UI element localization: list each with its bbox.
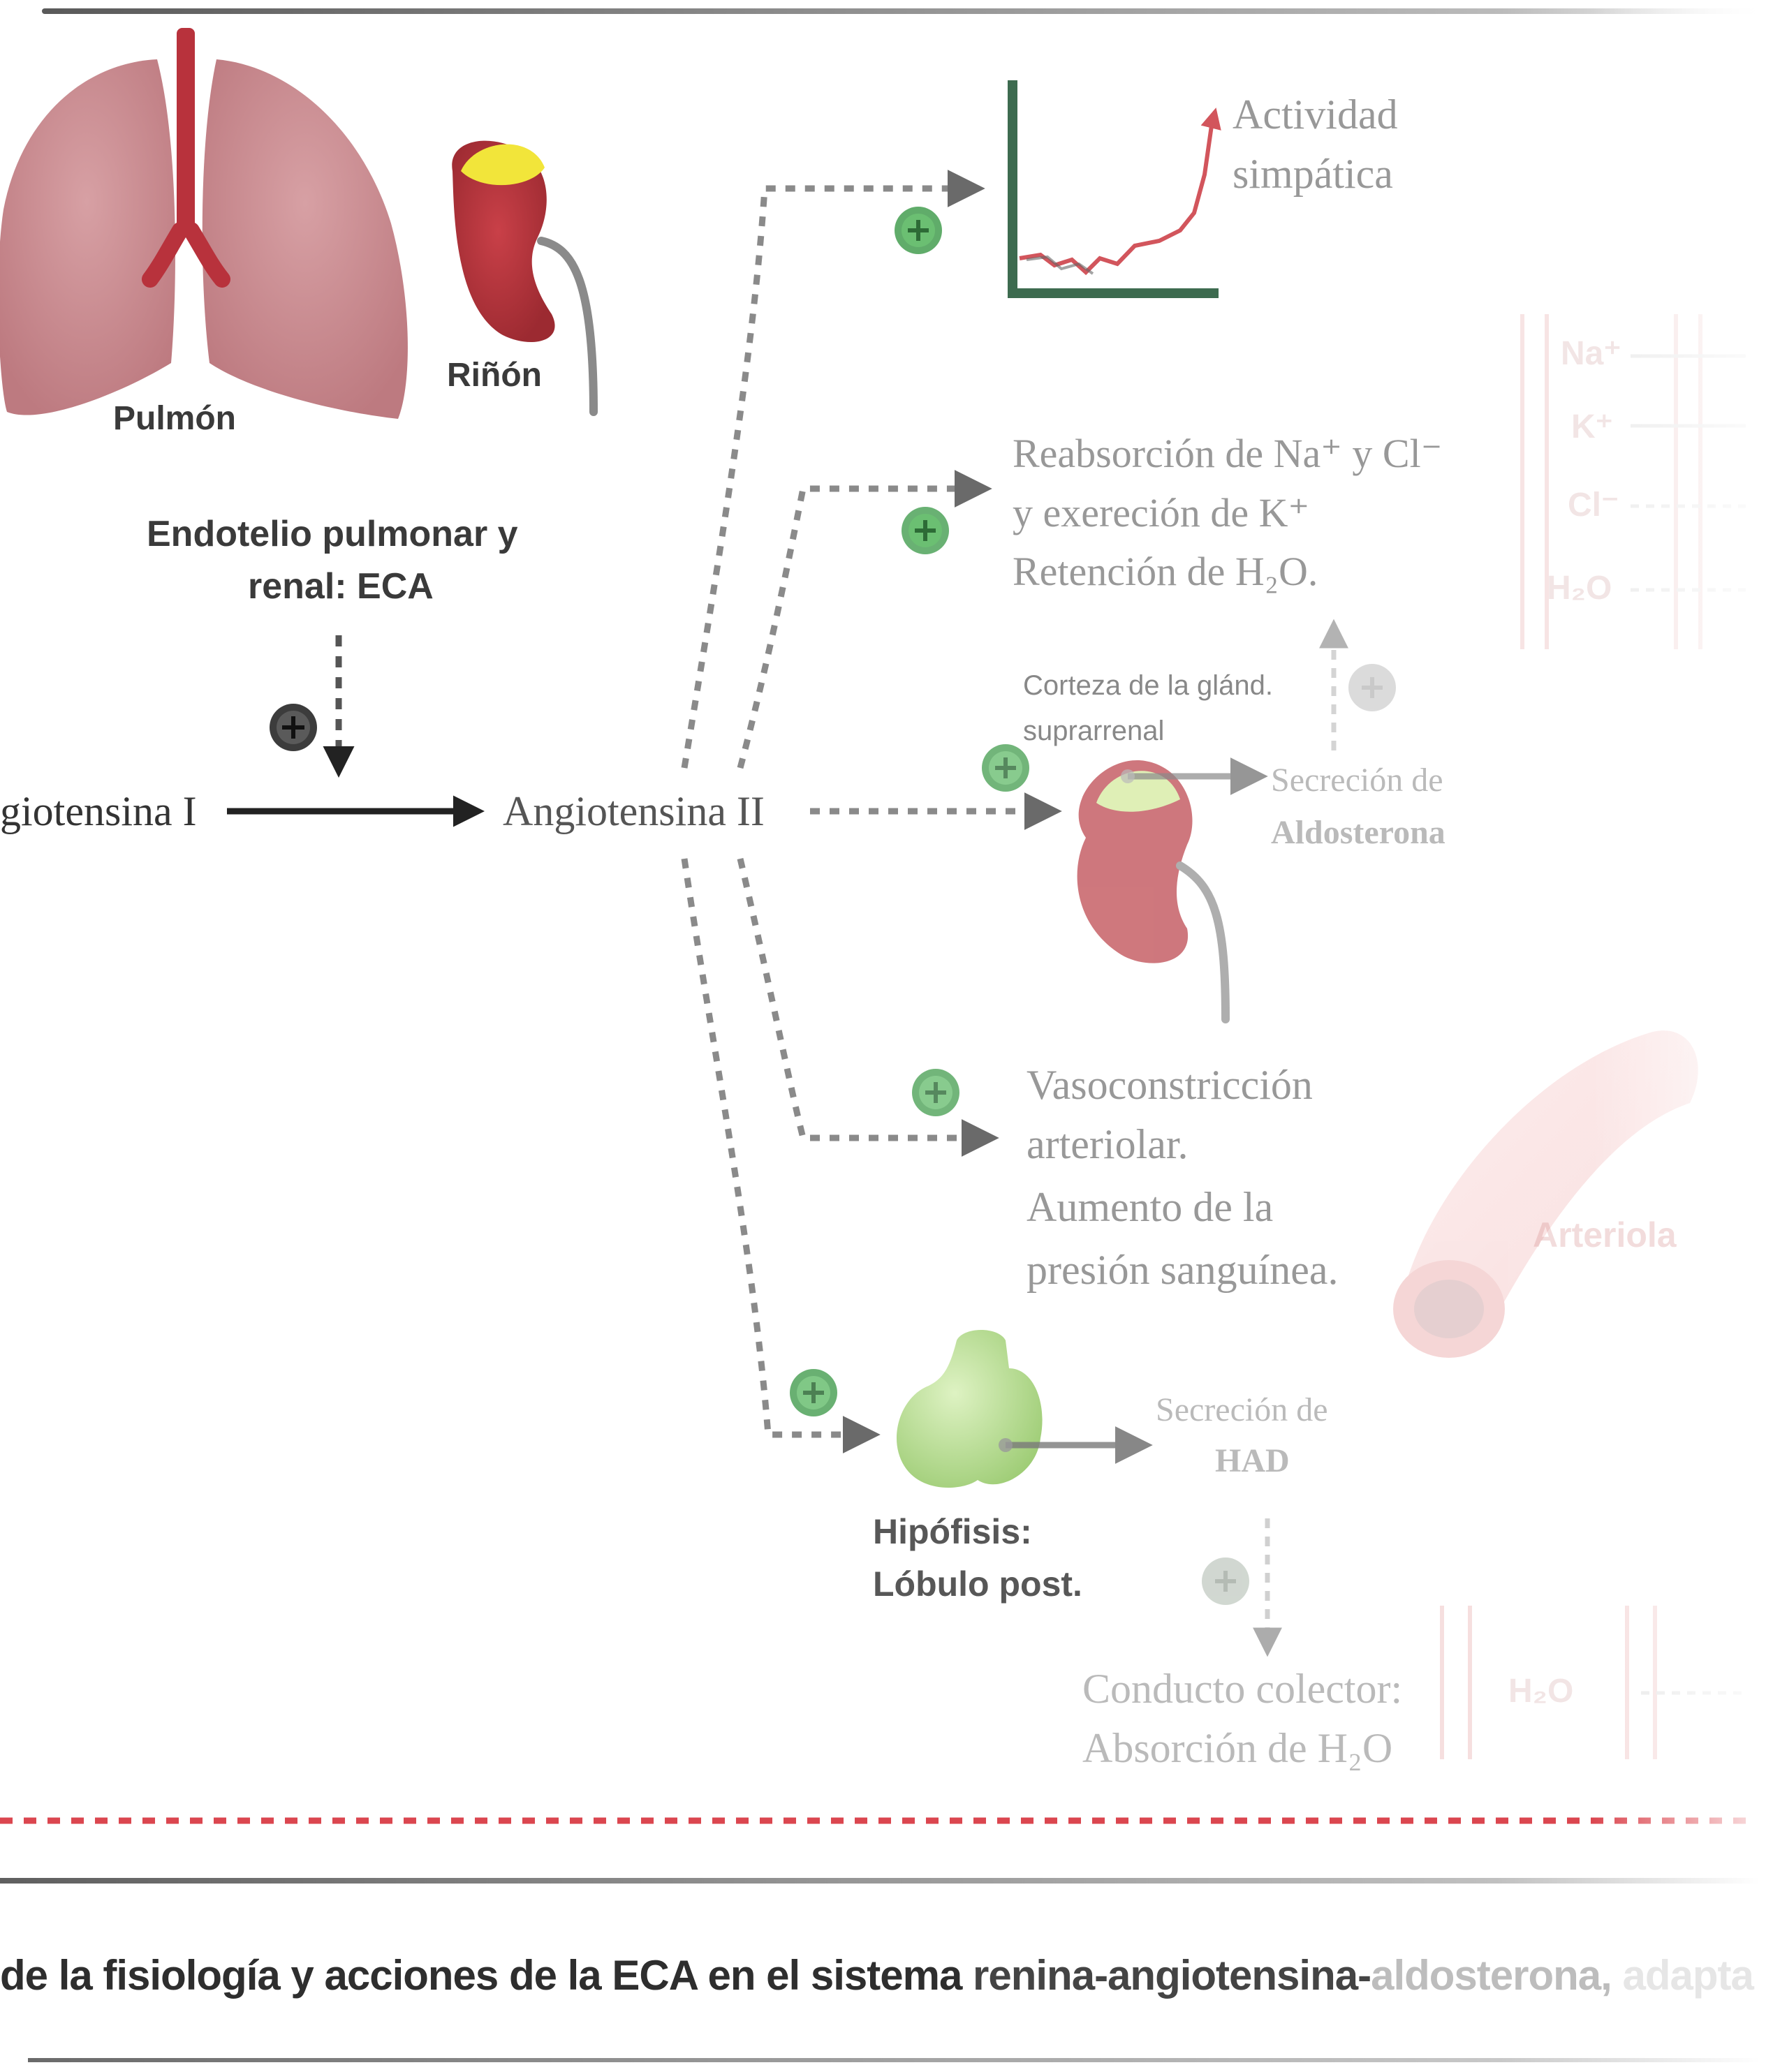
vasoconstriction-label-line4: presión sanguínea.: [1027, 1247, 1339, 1293]
sympathetic-label-line1: Actividad: [1233, 91, 1398, 138]
reabsorption-label-line2: y exereción de K⁺: [1013, 490, 1310, 535]
caption-part4: adapta: [1622, 1952, 1754, 1999]
collecting-duct-label-line2: Absorción de H₂O: [1082, 1725, 1393, 1771]
sympathetic-activity-graph-icon: [1008, 80, 1221, 298]
figure-caption: de la fisiología y acciones de la ECA en…: [0, 1951, 1754, 1999]
reabsorption-label-line1: Reabsorción de Na⁺ y Cl⁻: [1013, 431, 1443, 476]
kidney-label: Riñón: [447, 357, 542, 394]
branch-paths: [681, 170, 1062, 1453]
ion-h2o-duct-label: H₂O: [1508, 1673, 1574, 1710]
plus-icon-sympathetic: [895, 207, 942, 254]
lung-label: Pulmón: [113, 400, 236, 437]
aldosterone-secretion-label-line1: Secreción de: [1271, 762, 1443, 799]
plus-icon-had: [1202, 1557, 1249, 1605]
sympathetic-label-line2: simpática: [1233, 151, 1393, 197]
had-secretion-label-line1: Secreción de: [1156, 1391, 1328, 1428]
ion-h2o-label: H₂O: [1547, 570, 1612, 607]
adrenal-kidney-icon: [1077, 760, 1230, 1023]
aldosterone-secretion-label-line2: Aldosterona: [1271, 814, 1445, 851]
ion-k-label: K⁺: [1571, 408, 1613, 445]
plus-icon-vasoconstriction: [912, 1069, 959, 1116]
vasoconstriction-label-line3: Aumento de la: [1027, 1184, 1274, 1230]
plus-icon-reabsorption: [902, 507, 949, 554]
caption-part2: renina-angiotensina-: [973, 1952, 1371, 1999]
pituitary-icon: [896, 1330, 1043, 1488]
pituitary-label-line1: Hipófisis:: [873, 1512, 1032, 1551]
arteriole-icon: [1393, 1030, 1698, 1358]
reabsorption-label-line3: Retención de H₂O.: [1013, 549, 1318, 594]
separator-bar: [0, 1878, 1760, 1884]
ion-cl-label: Cl⁻: [1568, 487, 1619, 524]
plus-icon-eca: [270, 704, 317, 751]
caption-part3: aldosterona,: [1371, 1952, 1623, 1999]
lungs-icon: [0, 28, 408, 419]
ion-na-label: Na⁺: [1561, 335, 1621, 372]
pituitary-label-line2: Lóbulo post.: [873, 1564, 1082, 1604]
bottom-border: [28, 2058, 1760, 2062]
vasoconstriction-label-line2: arteriolar.: [1027, 1121, 1189, 1167]
vasoconstriction-label-line1: Vasoconstricción: [1027, 1062, 1313, 1108]
angiotensin-ii-label: Angiotensina II: [503, 788, 765, 834]
collecting-duct-label-line1: Conducto colector:: [1082, 1666, 1403, 1712]
had-secretion-label-line2: HAD: [1215, 1442, 1290, 1479]
caption-part1: de la fisiología y acciones de la ECA en…: [0, 1952, 973, 1999]
plus-icon-aldosterone: [1348, 664, 1396, 711]
collecting-duct-icon: [1440, 1606, 1746, 1759]
plus-icon-pituitary: [790, 1369, 837, 1416]
angiotensin-i-label: giotensina I: [0, 788, 197, 834]
endothelium-label-line2: renal: ECA: [248, 566, 434, 607]
arteriole-label: Arteriola: [1533, 1215, 1677, 1255]
endothelium-label-line1: Endotelio pulmonar y: [147, 514, 518, 554]
top-border: [42, 8, 1760, 14]
adrenal-cortex-label-line2: suprarrenal: [1023, 716, 1165, 746]
adrenal-cortex-label-line1: Corteza de la glánd.: [1023, 670, 1274, 701]
kidney-icon: [452, 140, 598, 416]
plus-icon-adrenal: [982, 744, 1029, 792]
